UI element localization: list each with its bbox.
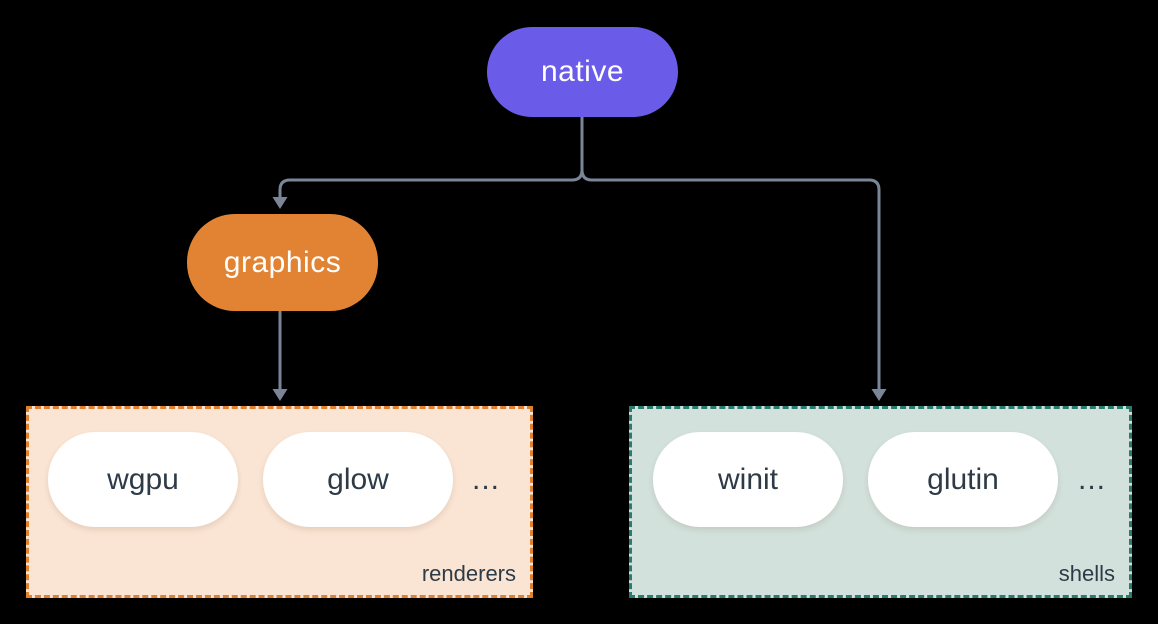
group-renderers: wgpu glow ... renderers bbox=[26, 406, 533, 598]
item-label-winit: winit bbox=[717, 462, 778, 496]
node-graphics: graphics bbox=[187, 214, 378, 311]
connector-native-to-graphics bbox=[278, 117, 584, 198]
group-shells-label: shells bbox=[1058, 561, 1115, 586]
item-label-glutin: glutin bbox=[927, 462, 999, 496]
item-pill-wgpu: wgpu bbox=[48, 432, 238, 527]
item-label-wgpu: wgpu bbox=[107, 462, 179, 496]
node-native: native bbox=[487, 27, 678, 117]
renderers-ellipsis: ... bbox=[472, 462, 501, 496]
item-label-glow: glow bbox=[327, 462, 389, 496]
arrowhead-into-renderers bbox=[272, 389, 288, 401]
arrowhead-into-graphics bbox=[272, 197, 288, 209]
shells-ellipsis: ... bbox=[1078, 462, 1107, 496]
group-shells: winit glutin ... shells bbox=[629, 406, 1132, 598]
group-renderers-label: renderers bbox=[421, 561, 516, 586]
item-pill-winit: winit bbox=[653, 432, 843, 527]
arrowhead-into-shells bbox=[871, 389, 887, 401]
connector-native-to-shells bbox=[580, 117, 881, 390]
item-pill-glow: glow bbox=[263, 432, 453, 527]
item-pill-glutin: glutin bbox=[868, 432, 1058, 527]
node-graphics-label: graphics bbox=[223, 245, 342, 279]
node-native-label: native bbox=[540, 55, 625, 88]
